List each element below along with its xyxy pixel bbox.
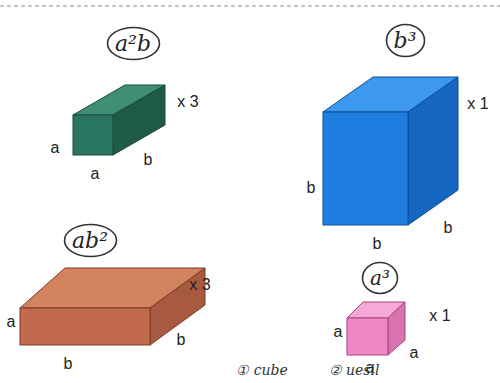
dimension-label: x 3 — [189, 276, 210, 294]
dimension-label: b — [373, 235, 382, 253]
circled-term: a²b — [106, 26, 161, 61]
circle-outline — [107, 27, 159, 59]
circle-outline — [64, 224, 116, 256]
circled-term: a³ — [361, 261, 399, 295]
dimension-label: a — [51, 139, 60, 157]
block-side — [113, 85, 165, 155]
circle-outline — [386, 24, 424, 56]
term-text: b³ — [394, 28, 417, 53]
dimension-label: b — [444, 219, 453, 237]
dimension-label: b — [307, 179, 316, 197]
dimension-label: a — [91, 165, 100, 183]
dimension-label: a — [334, 323, 343, 341]
circled-term: ab² — [63, 223, 118, 258]
block-front — [347, 318, 388, 355]
dimension-label: b — [177, 331, 186, 349]
block-front — [20, 308, 150, 345]
dimension-label: b — [144, 151, 153, 169]
circled-term: b³ — [385, 23, 426, 58]
dimension-label: x 3 — [177, 93, 198, 111]
dimension-label: a — [7, 313, 16, 331]
term-text: ab² — [72, 228, 108, 253]
dimension-label: x 1 — [429, 307, 450, 325]
ruled-line — [0, 6, 500, 7]
block-side — [408, 77, 458, 225]
block-front — [73, 115, 113, 155]
dimension-label: x 1 — [467, 95, 488, 113]
handwritten-note: ① cube — [236, 362, 288, 378]
term-text: a²b — [115, 31, 151, 56]
handwritten-note: ② uesil — [329, 362, 380, 378]
block-front — [323, 112, 408, 225]
dimension-label: a — [410, 344, 419, 362]
block-side — [388, 302, 405, 355]
circle-outline — [363, 263, 398, 294]
dimension-label: b — [64, 355, 73, 373]
term-text: a³ — [370, 266, 390, 290]
